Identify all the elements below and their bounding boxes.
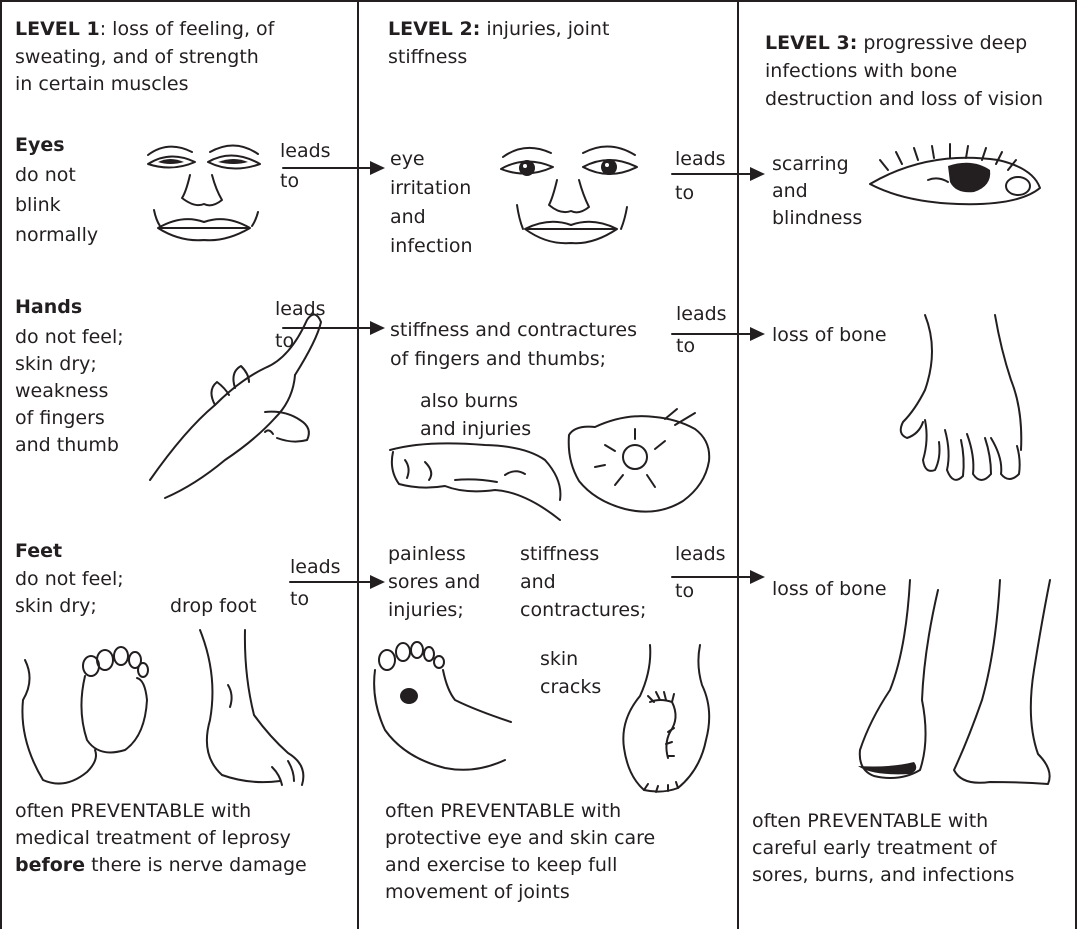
arrow-right-icon	[283, 321, 385, 335]
arrow-right-icon	[672, 167, 765, 181]
arrow-right-icon	[283, 161, 385, 175]
arrow-right-icon	[672, 327, 765, 341]
arrow-right-icon	[290, 575, 385, 589]
arrow-right-icon	[672, 570, 765, 584]
